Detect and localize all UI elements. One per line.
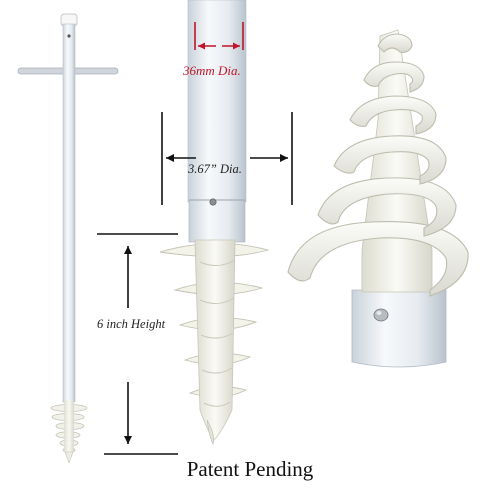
auger-side-view [97,0,293,455]
auger-closeup-view [287,29,469,368]
patent-pending-caption: Patent Pending [186,457,314,481]
diameter-3-67-label: 3.67” Dia. [188,162,242,176]
diameter-36mm-label: 36mm Dia. [183,63,241,78]
height-6-inch-label: 6 inch Height [97,317,166,331]
ground-anchor-full-view [17,13,119,464]
